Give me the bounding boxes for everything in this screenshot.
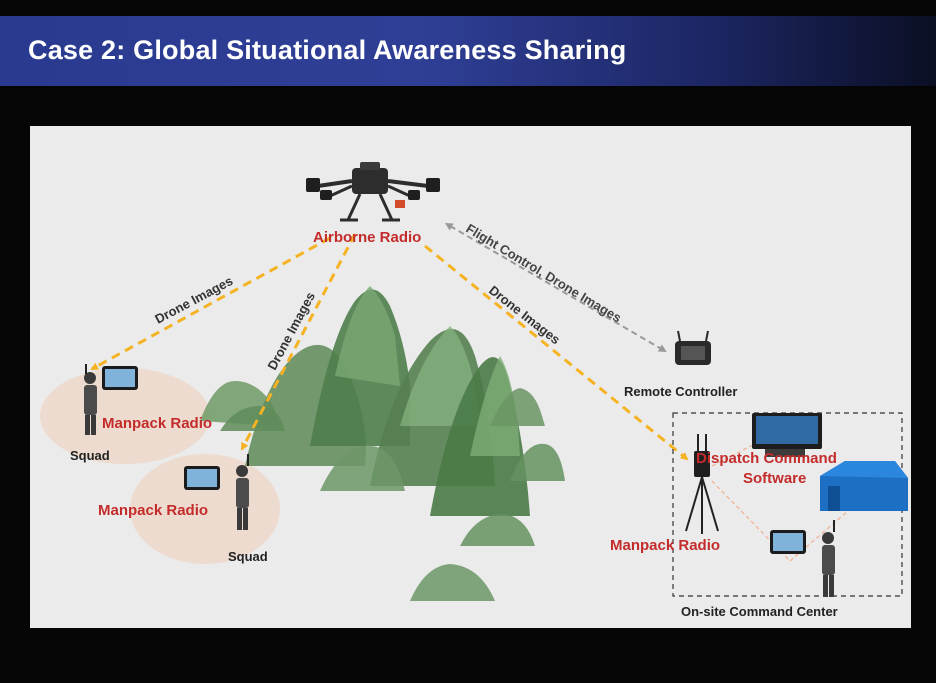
remote-controller-label: Remote Controller: [624, 384, 737, 399]
tablet-icon-command-center: [770, 530, 806, 554]
mountains-illustration: [200, 286, 565, 601]
dispatch-software-label-line1: Dispatch Command: [696, 450, 837, 467]
manpack-radio-label-1: Manpack Radio: [102, 415, 212, 432]
command-tent-icon: [820, 461, 908, 511]
cc-link-tablet-tent: [789, 510, 849, 562]
link-drone-to-squad-1: [90, 236, 331, 371]
tablet-icon-squad-2: [184, 466, 220, 490]
soldier-icon-squad-2: [236, 454, 249, 530]
soldier-icon-squad-1: [84, 364, 97, 435]
remote-controller-icon: [675, 330, 711, 365]
link-drone-remote-controller: [444, 222, 667, 353]
squad-label-1: Squad: [70, 448, 110, 463]
edge-label-drone-images-1: Drone Images: [152, 273, 235, 327]
slide-title: Case 2: Global Situational Awareness Sha…: [28, 35, 627, 65]
tripod-radio-icon: [685, 434, 719, 534]
soldier-icon-command-center: [822, 520, 835, 597]
squad-zone-1: [40, 368, 210, 464]
tablet-icon-squad-1: [102, 366, 138, 390]
command-center-boundary: [672, 412, 903, 597]
edge-label-flight-control: Flight Control, Drone Images: [463, 221, 624, 326]
manpack-radio-label-2: Manpack Radio: [98, 502, 208, 519]
diagram-panel: Drone Images Drone Images Drone Images F…: [30, 126, 911, 628]
airborne-radio-label: Airborne Radio: [313, 229, 421, 246]
squad-label-2: Squad: [228, 549, 268, 564]
manpack-radio-label-3: Manpack Radio: [610, 537, 720, 554]
network-diagram: Drone Images Drone Images Drone Images F…: [40, 162, 908, 619]
link-drone-to-command-center: [424, 244, 689, 461]
command-monitors-icon: [752, 413, 822, 457]
edge-label-drone-images-3: Drone Images: [486, 283, 563, 348]
dispatch-software-label-line2: Software: [743, 470, 806, 487]
title-bar: Case 2: Global Situational Awareness Sha…: [0, 16, 936, 86]
command-center-label: On-site Command Center: [681, 604, 838, 619]
link-drone-to-squad-2: [240, 233, 357, 451]
drone-icon: [306, 162, 440, 222]
